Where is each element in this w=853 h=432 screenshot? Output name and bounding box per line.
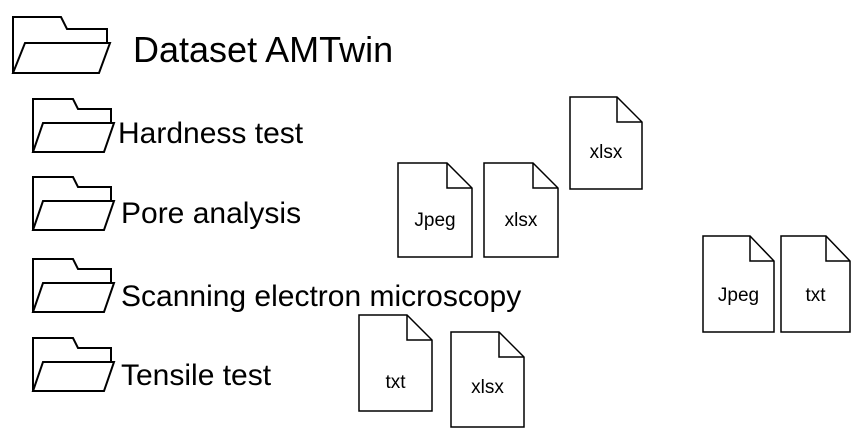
folder-hardness-test-label: Hardness test [118,117,304,150]
file-icon [450,331,525,428]
folder-icon [11,16,112,74]
file-sem-txt[interactable]: txt [780,235,851,333]
file-pore-xlsx[interactable]: xlsx [483,162,559,258]
file-pore-xlsx-ext: xlsx [504,210,538,231]
file-tensile-xlsx-ext: xlsx [471,377,504,398]
folder-scanning-electron-microscopy-label: Scanning electron microscopy [121,280,522,313]
root-folder[interactable]: Dataset AMTwin [9,15,393,75]
file-pore-jpeg[interactable]: Jpeg [397,162,473,258]
folder-icon [31,176,116,231]
file-icon [483,162,559,258]
folder-tensile-test-label: Tensile test [121,359,272,392]
file-sem-jpeg-ext: Jpeg [717,285,760,306]
file-hardness-xlsx[interactable]: xlsx [569,96,643,190]
folder-tensile-test[interactable]: Tensile test [31,336,271,393]
folder-icon [31,258,116,313]
file-tensile-txt-ext: txt [385,372,406,393]
folder-icon [31,337,116,392]
file-tensile-xlsx[interactable]: xlsx [450,331,525,428]
file-icon [569,96,643,190]
root-folder-label: Dataset AMTwin [133,29,394,70]
folder-pore-analysis-label: Pore analysis [121,197,302,230]
folder-scanning-electron-microscopy[interactable]: Scanning electron microscopy [31,257,521,314]
folder-icon [31,98,116,153]
folder-hardness-test[interactable]: Hardness test [31,97,303,154]
folder-pore-analysis[interactable]: Pore analysis [31,175,301,232]
file-sem-txt-ext: txt [805,285,826,306]
file-sem-jpeg[interactable]: Jpeg [702,235,775,333]
file-icon [780,235,851,333]
file-pore-jpeg-ext: Jpeg [414,210,456,231]
file-tensile-txt[interactable]: txt [358,314,433,412]
file-icon [358,314,433,412]
file-hardness-xlsx-ext: xlsx [589,142,623,163]
file-icon [397,162,473,258]
file-icon [702,235,775,333]
